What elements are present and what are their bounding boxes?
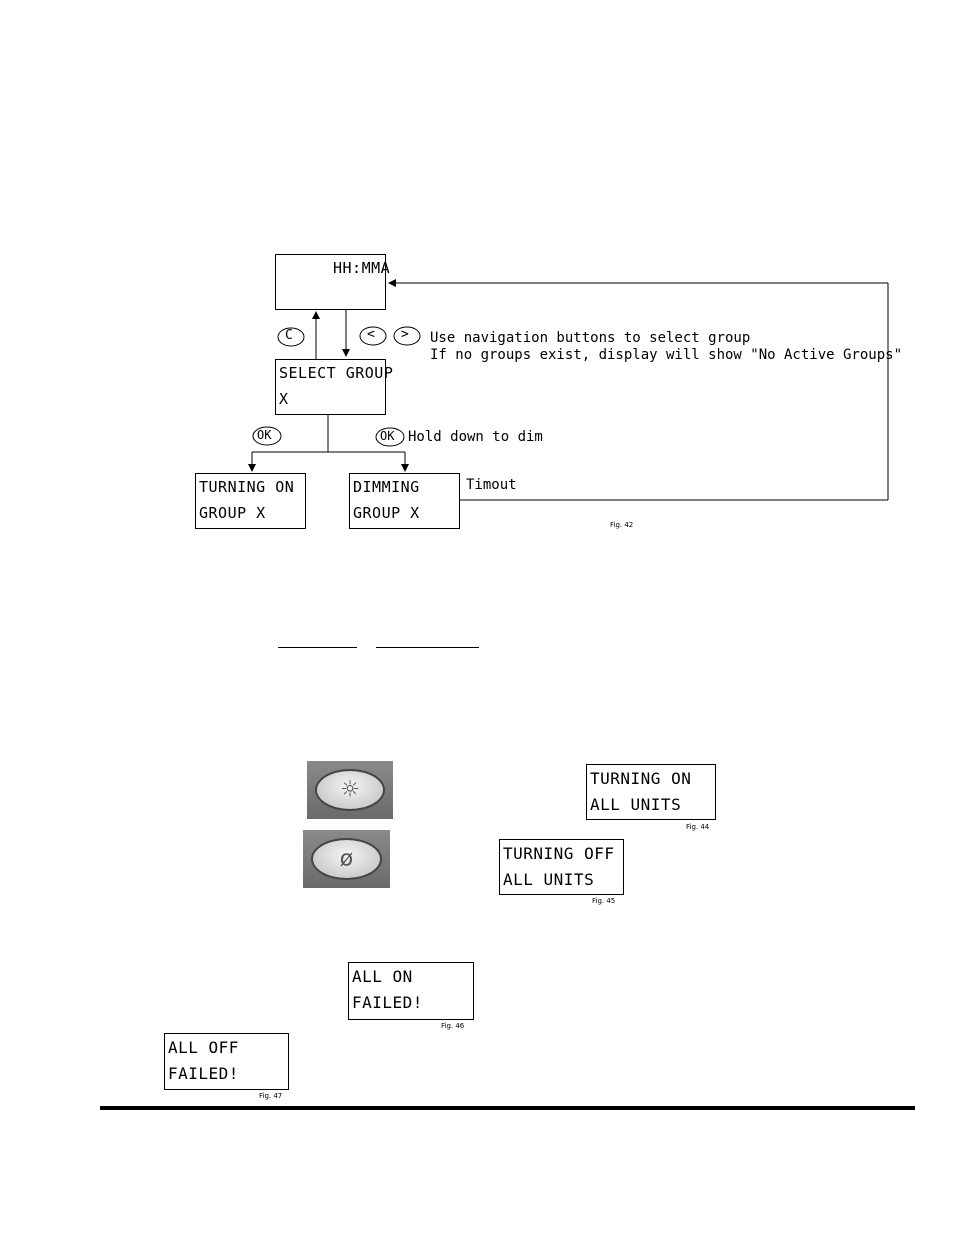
ok-button-label-1: OK [257, 428, 272, 442]
select-line2: X [279, 390, 289, 408]
all-off-line2: ALL UNITS [503, 870, 595, 889]
clock-display: HH:MMA [275, 254, 390, 310]
turning-on-all-display: TURNING ON ALL UNITS [586, 764, 716, 820]
fig-42-caption: Fig. 42 [610, 521, 634, 529]
footer-rule [100, 1106, 915, 1110]
fig-46-caption: Fig. 46 [441, 1022, 465, 1030]
off-failed-line1: ALL OFF [168, 1038, 239, 1057]
fig-45-caption: Fig. 45 [592, 897, 616, 905]
on-failed-line1: ALL ON [352, 967, 413, 986]
underline-2 [376, 647, 479, 648]
dimming-line2: GROUP X [353, 504, 420, 522]
c-button-label: C [285, 328, 293, 343]
nav-note-1: Use navigation buttons to select group [430, 330, 751, 346]
all-on-line2: ALL UNITS [590, 795, 682, 814]
right-button-label: > [401, 327, 409, 342]
light-off-button-oval [311, 838, 382, 880]
light-bulb-off-icon: ø [339, 846, 354, 872]
hold-note: Hold down to dim [408, 429, 543, 445]
fig-47-caption: Fig. 47 [259, 1092, 283, 1100]
dimming-line1: DIMMING [353, 478, 420, 496]
select-group-display: SELECT GROUP X [275, 359, 393, 415]
all-off-failed-display: ALL OFF FAILED! [164, 1033, 289, 1090]
all-on-line1: TURNING ON [590, 769, 692, 788]
all-on-failed-display: ALL ON FAILED! [348, 962, 474, 1020]
turning-on-group-display: TURNING ON GROUP X [195, 473, 306, 529]
underline-1 [278, 647, 357, 648]
off-failed-line2: FAILED! [168, 1064, 239, 1083]
light-on-button-oval [315, 769, 385, 811]
dimming-group-display: DIMMING GROUP X [349, 473, 460, 529]
turning-line1: TURNING ON [199, 478, 295, 496]
ok-button-label-2: OK [380, 429, 395, 443]
light-off-button-image: ø [303, 830, 390, 888]
nav-note-2: If no groups exist, display will show "N… [430, 347, 903, 363]
clock-text: HH:MMA [333, 259, 391, 277]
light-bulb-on-icon: ☼ [340, 777, 360, 803]
all-off-line1: TURNING OFF [503, 844, 615, 863]
on-failed-line2: FAILED! [352, 993, 423, 1012]
select-line1: SELECT GROUP [279, 364, 394, 382]
turning-off-all-display: TURNING OFF ALL UNITS [499, 839, 624, 895]
left-button-label: < [367, 327, 375, 342]
turning-line2: GROUP X [199, 504, 266, 522]
timeout-label: Timout [466, 477, 517, 493]
fig-44-caption: Fig. 44 [686, 823, 710, 831]
light-on-button-image: ☼ [307, 761, 393, 819]
